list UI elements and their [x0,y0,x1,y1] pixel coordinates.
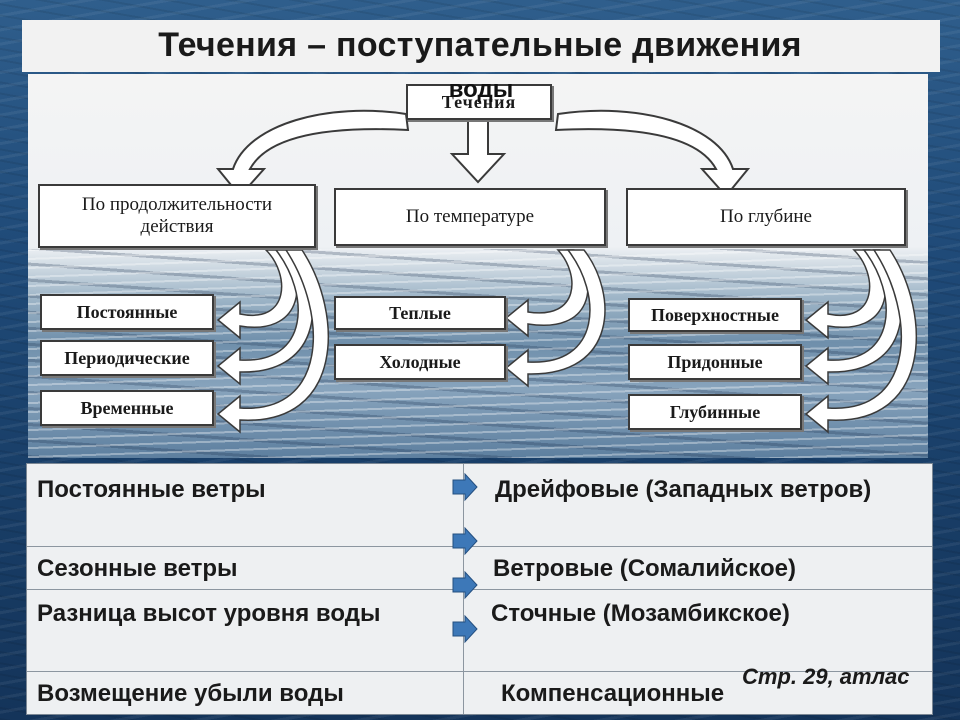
category-temperature: По температуре [334,188,606,246]
category-duration: По продолжительности действия [38,184,316,248]
table-cause-2: Сезонные ветры [37,555,238,582]
table-type-2: Ветровые (Сомалийское) [493,555,796,582]
item-periodic: Периодические [40,340,214,376]
category-temperature-label: По температуре [405,206,535,227]
table-cause-1: Постоянные ветры [37,476,266,503]
arrow-to-depth [554,109,751,198]
table-row-divider [27,546,932,547]
category-depth-label: По глубине [720,206,812,227]
item-bottom-label: Придонные [667,351,763,372]
arrow-to-warm [504,249,589,338]
currents-table: Постоянные ветры Дрейфовые (Западных вет… [26,463,933,715]
root-label: Течения [441,91,517,112]
arrow-to-cold [504,249,606,388]
item-temporary: Временные [40,390,214,426]
row-arrow-icon [452,472,478,502]
title-panel [22,20,940,72]
item-surface-label: Поверхностные [651,304,779,325]
item-deep-label: Глубинные [669,401,761,422]
arrow-to-deep [804,249,918,434]
currents-scheme: Течения воды По продолжительности действ… [28,74,928,458]
atlas-note: Стр. 29, атлас [742,664,910,689]
item-warm: Теплые [334,296,506,330]
table-row-divider [27,671,932,672]
row-arrow-icon [452,614,478,644]
row-arrow-icon [452,570,478,600]
root-box: Течения [406,84,552,120]
row-arrow-icon [452,526,478,556]
arrow-to-temperature [449,119,507,184]
item-constant-label: Постоянные [76,301,178,322]
table-type-3: Сточные (Мозамбикское) [491,600,790,627]
table-type-4: Компенсационные [501,680,725,707]
table-cause-4: Возмещение убыли воды [37,680,344,707]
arrow-to-temporary [216,249,330,434]
category-depth: По глубине [626,188,906,246]
table-type-1: Дрейфовые (Западных ветров) [495,476,872,503]
item-periodic-label: Периодические [64,347,190,368]
root-overlay-text: воды [448,76,514,103]
item-temporary-label: Временные [80,397,174,418]
table-cause-3: Разница высот уровня воды [37,600,381,627]
item-surface: Поверхностные [628,298,802,332]
item-deep: Глубинные [628,394,802,430]
item-warm-label: Теплые [389,302,451,323]
category-duration-label: По продолжительности действия [81,194,273,237]
item-bottom: Придонные [628,344,802,380]
item-cold-label: Холодные [379,351,461,372]
table-row-divider [27,589,932,590]
slide-title: Течения – поступательные движения [158,26,802,64]
item-constant: Постоянные [40,294,214,330]
item-cold: Холодные [334,344,506,380]
